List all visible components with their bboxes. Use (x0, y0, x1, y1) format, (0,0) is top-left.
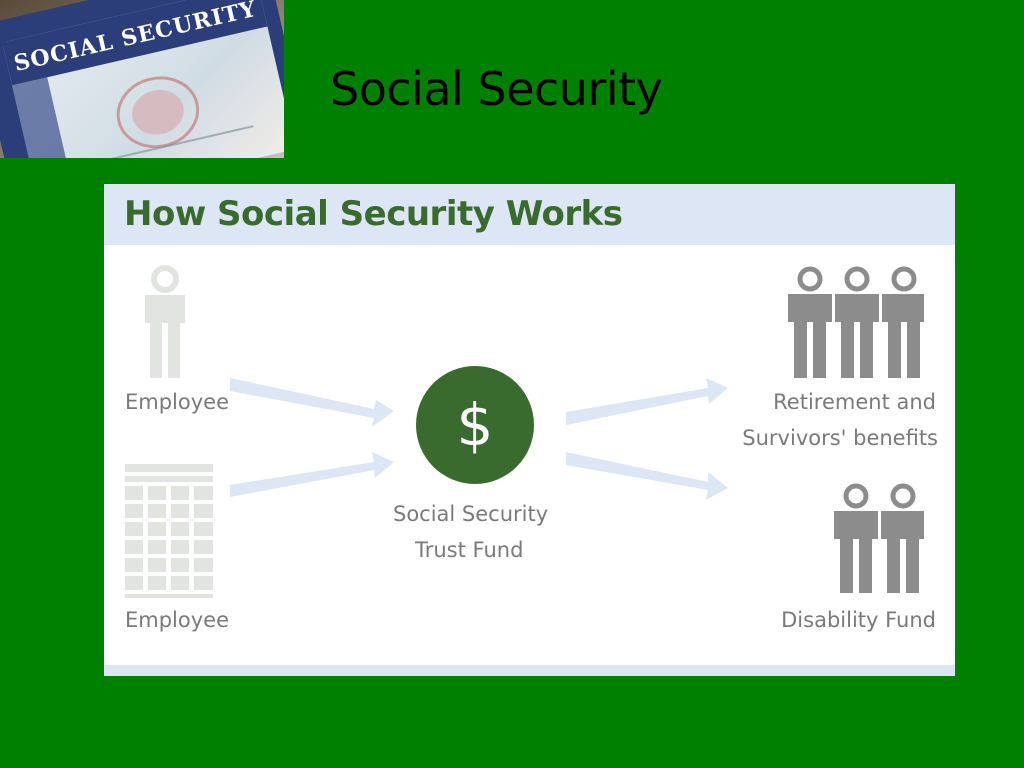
employee-label: Employee (125, 390, 230, 414)
dollar-circle-icon: $ (416, 366, 534, 484)
fund-label-line1: Social Security (393, 502, 549, 526)
fund-label-line2: Trust Fund (415, 538, 524, 562)
diagram-heading: How Social Security Works (124, 194, 623, 234)
people-pair-icon (834, 483, 924, 593)
diagram-footer (104, 665, 955, 676)
disability-label: Disability Fund (781, 608, 936, 632)
diagram-graphics (125, 265, 924, 598)
employer-label: Employee (125, 608, 230, 632)
social-security-card-image: SOCIAL SECURITY (0, 0, 284, 158)
retirement-label-line1: Retirement and (773, 390, 936, 414)
people-group-icon (788, 266, 924, 378)
arrow-fund-to-retirement (566, 378, 728, 425)
arrow-employer-to-fund (230, 452, 394, 497)
building-icon (125, 464, 213, 598)
diagram-header: How Social Security Works (104, 184, 955, 245)
retirement-label-line2: Survivors' benefits (742, 426, 938, 450)
social-security-card-icon: SOCIAL SECURITY (0, 0, 284, 158)
arrow-fund-to-disability (566, 452, 728, 500)
slide-title: Social Security (330, 62, 663, 116)
how-it-works-diagram: How Social Security Works (104, 184, 955, 676)
person-icon (145, 265, 185, 378)
arrow-employee-to-fund (230, 378, 394, 427)
